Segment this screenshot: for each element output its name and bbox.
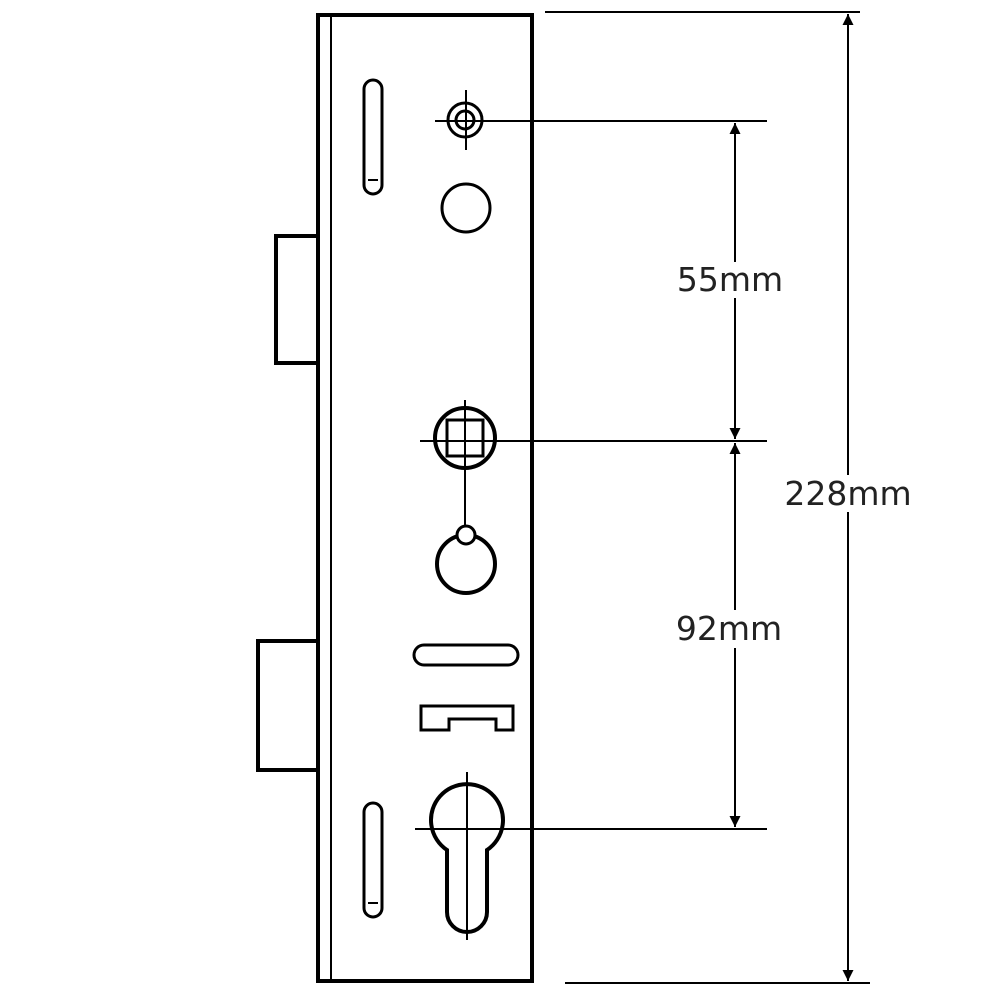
upper-round-hole xyxy=(440,182,492,234)
spindle-follower xyxy=(420,400,767,532)
upper-fixing-slot xyxy=(362,78,384,196)
dead-bolt xyxy=(256,639,322,772)
euro-cylinder-cutout xyxy=(415,772,767,940)
dimension-92mm-label: 92mm xyxy=(676,609,782,648)
top-screw-hole xyxy=(435,90,767,150)
dimension-228mm-label: 228mm xyxy=(784,474,911,513)
notched-cutout xyxy=(419,704,515,732)
lower-fixing-slot xyxy=(362,801,384,919)
latch-bolt xyxy=(274,234,322,365)
lock-faceplate xyxy=(316,13,534,983)
lower-round-hole xyxy=(435,524,497,595)
dimension-55mm-label: 55mm xyxy=(677,260,783,299)
horizontal-slot xyxy=(412,643,520,667)
